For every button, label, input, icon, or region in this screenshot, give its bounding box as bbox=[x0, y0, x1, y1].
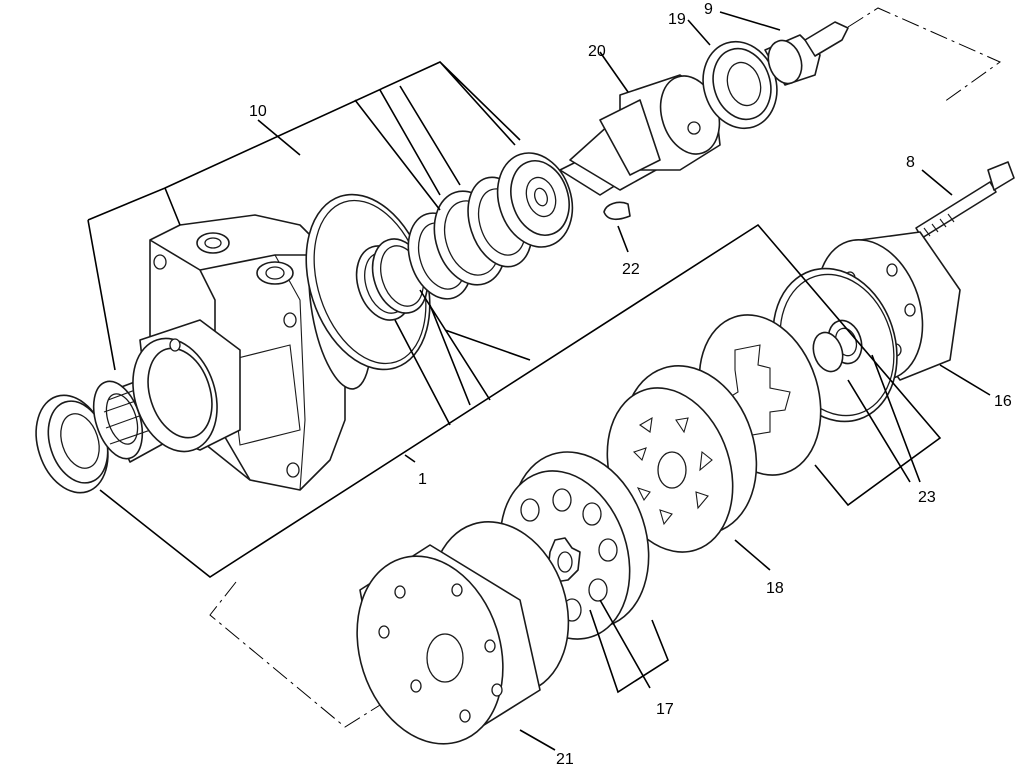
callout-19: 19 bbox=[668, 11, 686, 28]
callout-21: 21 bbox=[556, 751, 574, 768]
leader-17 bbox=[589, 599, 669, 694]
leader-9 bbox=[719, 11, 781, 31]
end-cover bbox=[356, 544, 541, 745]
drive-spline bbox=[764, 21, 849, 86]
shaft-key bbox=[603, 201, 631, 221]
leader-bracket-10 bbox=[87, 61, 521, 371]
needle-bearing bbox=[92, 379, 171, 463]
leader-20 bbox=[599, 51, 629, 93]
leader-1-lines bbox=[354, 85, 531, 463]
leader-16 bbox=[939, 364, 991, 396]
leader-18 bbox=[734, 539, 771, 571]
leader-22 bbox=[617, 225, 629, 253]
thrust-bearing bbox=[496, 152, 574, 248]
leader-23 bbox=[847, 354, 921, 483]
callout-17: 17 bbox=[656, 701, 674, 718]
leader-10 bbox=[257, 119, 301, 156]
callout-18: 18 bbox=[766, 580, 784, 597]
leader-bracket-1 bbox=[99, 223, 942, 578]
leader-19 bbox=[687, 19, 711, 46]
callout-10: 10 bbox=[249, 103, 267, 120]
centerline-upper bbox=[847, 7, 1002, 103]
callout-1: 1 bbox=[418, 471, 427, 488]
leader-21 bbox=[519, 729, 556, 751]
output-shaft bbox=[559, 74, 721, 196]
cap-screw bbox=[915, 161, 1015, 239]
callout-20: 20 bbox=[588, 43, 606, 60]
gear-ring bbox=[702, 40, 778, 130]
motor-housing bbox=[132, 214, 372, 491]
leader-8 bbox=[921, 169, 953, 196]
callout-9: 9 bbox=[704, 1, 713, 18]
callout-23: 23 bbox=[918, 489, 936, 506]
callout-8: 8 bbox=[906, 154, 915, 171]
callout-16: 16 bbox=[994, 393, 1012, 410]
callout-22: 22 bbox=[622, 261, 640, 278]
